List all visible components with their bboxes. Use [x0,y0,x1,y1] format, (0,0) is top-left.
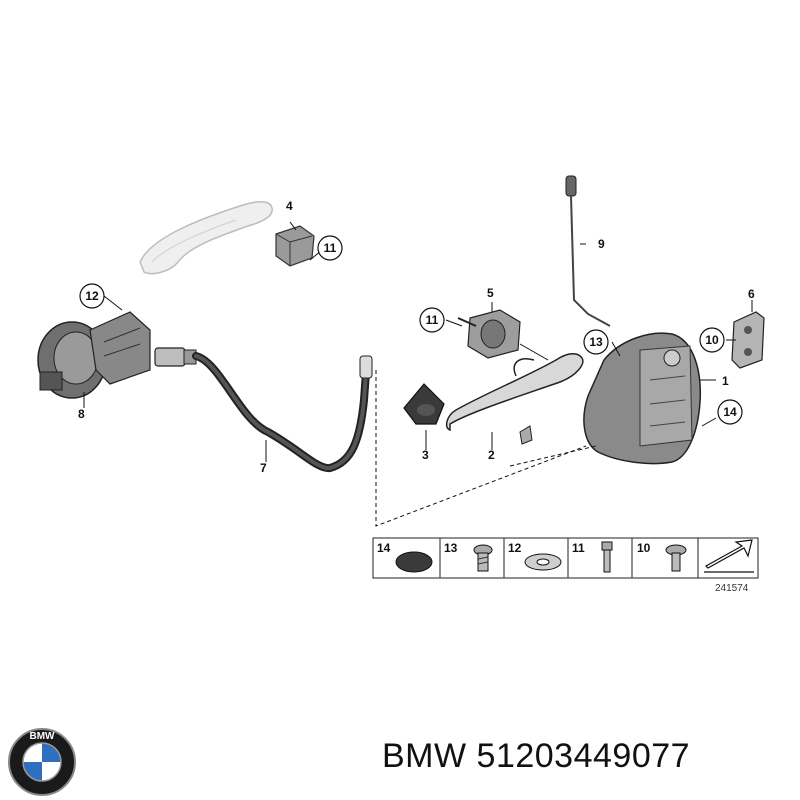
svg-text:13: 13 [589,335,603,349]
bmw-logo: BMW [8,728,76,796]
callout-badge-11-b: 11 [419,307,445,333]
svg-text:10: 10 [705,333,719,347]
callout-label-6: 6 [748,287,755,301]
part-4-block [275,225,315,267]
plug-cap-icon [395,551,433,573]
brand-name: BMW [382,737,467,775]
callout-label-8: 8 [78,407,85,421]
callout-label-4: 4 [286,199,293,213]
part-title: BMW 51203449077 [382,737,690,776]
screw-icon [601,541,613,573]
legend-number-14: 14 [377,541,391,555]
washer-icon [524,553,562,571]
callout-label-2: 2 [488,448,495,462]
callout-label-7: 7 [260,461,267,475]
rod-part-9 [565,175,611,327]
direction-arrow-icon [704,539,754,573]
callout-badge-12: 12 [79,283,105,309]
callout-badge-10: 10 [699,327,725,353]
svg-text:11: 11 [324,241,337,255]
diagram-reference-code: 241574 [715,583,749,594]
callout-label-9: 9 [598,237,605,251]
fastener-legend: 14 13 12 11 10 [372,537,759,579]
bracket-part-6 [731,311,765,369]
cable-part-7 [192,352,373,473]
outer-handle-part-2 [445,353,584,445]
lock-cylinder-part-8 [37,311,151,399]
carrier-part-5 [457,309,521,359]
part-number: 51203449077 [476,737,691,775]
callout-label-5: 5 [487,286,494,300]
torx-bolt-icon [473,544,493,572]
outer-handle-ghost [139,201,273,275]
cover-part-3 [403,383,445,425]
callout-badge-13: 13 [583,329,609,355]
callout-label-1: 1 [722,374,729,388]
bmw-logo-letters: BMW [30,731,56,742]
legend-number-13: 13 [444,541,458,555]
svg-text:14: 14 [723,405,737,419]
svg-text:11: 11 [426,313,439,327]
callout-badge-11: 11 [317,235,343,261]
legend-number-11: 11 [572,541,585,555]
svg-text:12: 12 [85,289,99,303]
connector [154,347,197,367]
legend-number-10: 10 [637,541,651,555]
legend-number-12: 12 [508,541,522,555]
callout-label-3: 3 [422,448,429,462]
callout-badge-14: 14 [717,399,743,425]
flat-head-bolt-icon [665,544,687,572]
